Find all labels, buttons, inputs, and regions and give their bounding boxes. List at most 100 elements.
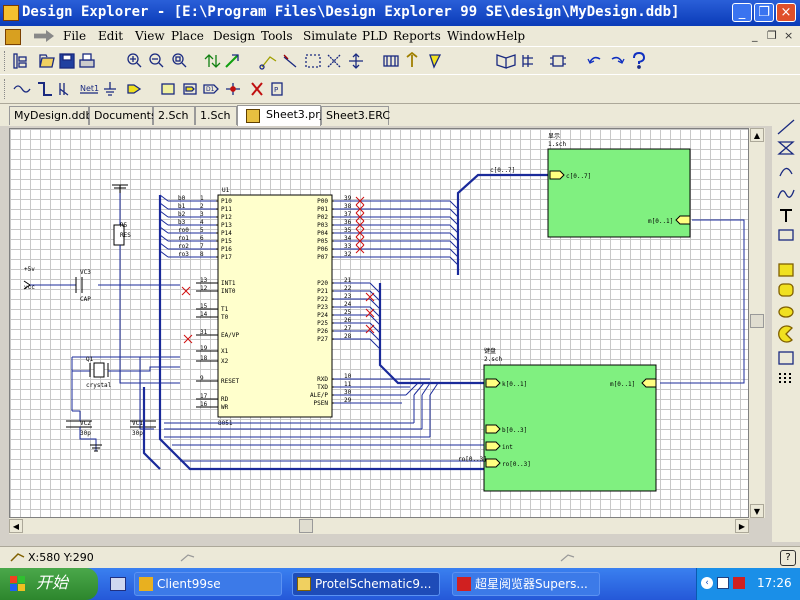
document-icon[interactable] — [5, 29, 21, 45]
array-paste-icon[interactable] — [779, 373, 791, 383]
toolbar-grip[interactable] — [4, 79, 8, 99]
place-port-icon[interactable]: D1 — [203, 84, 219, 94]
menu-simulate[interactable]: Simulate — [303, 29, 358, 43]
explorer-arrow-icon[interactable] — [34, 30, 54, 42]
undo-icon[interactable] — [587, 56, 601, 64]
toolbar-grip[interactable] — [4, 51, 8, 71]
mdi-minimize-button[interactable]: _ — [752, 29, 758, 42]
taskbar-button-protel-schematic[interactable]: ProtelSchematic9... — [292, 572, 440, 596]
place-wire-icon[interactable] — [13, 85, 31, 93]
menu-reports[interactable]: Reports — [393, 29, 441, 43]
text-frame-icon[interactable] — [778, 229, 794, 241]
scroll-left-arrow[interactable]: ◀ — [9, 519, 23, 533]
place-bus-icon[interactable] — [38, 82, 52, 96]
add-remove-library-icon[interactable] — [406, 51, 418, 67]
menu-view[interactable]: View — [135, 29, 165, 43]
move-icon[interactable] — [349, 53, 363, 69]
sheet-entry-k[interactable] — [485, 378, 501, 388]
redo-icon[interactable] — [611, 56, 625, 64]
ellipse-icon[interactable] — [778, 306, 794, 318]
scroll-down-arrow[interactable]: ▼ — [750, 504, 764, 518]
line-draw-icon[interactable] — [777, 119, 795, 135]
resistor-r5[interactable] — [113, 224, 125, 246]
tab-sheet3-erc[interactable]: Sheet3.ERC — [321, 106, 390, 125]
tray-monitor-icon[interactable] — [717, 577, 729, 589]
open-icon[interactable] — [39, 54, 55, 68]
sheet-symbol-keyboard[interactable] — [483, 364, 657, 492]
minimize-button[interactable]: _ — [732, 3, 752, 22]
tab-2-sch[interactable]: 2.Sch — [153, 106, 195, 125]
line-tool-icon[interactable] — [283, 54, 297, 68]
place-junction-icon[interactable] — [226, 83, 240, 95]
library-book-icon[interactable] — [496, 54, 516, 69]
taskbar-button-superstar-reader[interactable]: 超星阅览器Supers... — [452, 572, 600, 596]
menu-help[interactable]: Help — [496, 29, 526, 43]
maximize-button[interactable]: ❐ — [754, 3, 774, 22]
help-icon[interactable] — [633, 51, 646, 69]
deselect-icon[interactable] — [327, 54, 341, 68]
select-icon[interactable] — [305, 54, 321, 68]
sheet-entry-m-bottom[interactable] — [641, 378, 657, 388]
help-question-icon[interactable]: ? — [780, 550, 796, 566]
start-button[interactable]: 开始 — [0, 568, 98, 600]
mdi-restore-button[interactable]: ❐ — [767, 29, 777, 42]
menu-window[interactable]: Window — [447, 29, 496, 43]
place-net-label-icon[interactable]: Net1 — [80, 84, 99, 94]
place-sheet-symbol-icon[interactable] — [161, 83, 175, 95]
browse-library-icon[interactable] — [383, 55, 399, 67]
tab-mydesign-ddb[interactable]: MyDesign.ddb — [9, 106, 92, 125]
zoom-in-icon[interactable] — [127, 53, 142, 68]
zoom-out-icon[interactable] — [149, 53, 164, 68]
place-bus-entry-icon[interactable] — [59, 83, 69, 96]
place-part-icon[interactable] — [127, 84, 142, 94]
menu-file[interactable]: File — [63, 29, 87, 43]
tab-sheet3-prj[interactable]: Sheet3.prj — [237, 105, 323, 126]
vertical-scroll-thumb[interactable] — [750, 314, 764, 328]
crystal-q1[interactable] — [93, 362, 105, 378]
tab-1-sch[interactable]: 1.Sch — [195, 106, 237, 125]
text-icon[interactable] — [780, 209, 792, 222]
wire-tool-icon[interactable] — [259, 56, 277, 70]
cross-probe-icon[interactable] — [225, 54, 239, 68]
menu-edit[interactable]: Edit — [98, 29, 124, 43]
rectangle-icon[interactable] — [778, 263, 794, 277]
design-manager-icon[interactable] — [13, 53, 27, 69]
vertical-scrollbar[interactable]: ▲ ▼ — [749, 128, 765, 518]
graphic-icon[interactable] — [778, 351, 794, 365]
polygon-icon[interactable] — [777, 141, 795, 155]
place-sheet-entry-icon[interactable] — [183, 83, 197, 95]
place-power-port-icon[interactable] — [104, 82, 116, 96]
tab-documents[interactable]: Documents — [89, 106, 157, 125]
scroll-up-arrow[interactable]: ▲ — [750, 128, 764, 142]
mdi-close-button[interactable]: × — [784, 29, 794, 42]
sheet-symbol-display[interactable] — [547, 148, 691, 238]
print-icon[interactable] — [79, 53, 95, 68]
horizontal-scrollbar[interactable]: ◀ ▶ — [9, 518, 749, 534]
round-rectangle-icon[interactable] — [778, 283, 794, 297]
bezier-icon[interactable] — [777, 189, 795, 199]
close-button[interactable]: × — [776, 3, 796, 22]
menu-tools[interactable]: Tools — [261, 29, 293, 43]
sheet-entry-b[interactable] — [485, 424, 501, 434]
component-icon[interactable] — [550, 55, 566, 67]
scroll-right-arrow[interactable]: ▶ — [735, 519, 749, 533]
sheet-entry-int[interactable] — [485, 441, 501, 451]
pie-icon[interactable] — [778, 325, 793, 343]
tray-reader-icon[interactable] — [733, 577, 745, 589]
title-bar[interactable]: Design Explorer - [E:\Program Files\Desi… — [0, 0, 800, 26]
sheet-entry-m-top[interactable] — [675, 215, 691, 225]
horizontal-scroll-thumb[interactable] — [299, 519, 313, 533]
zoom-fit-icon[interactable] — [172, 53, 187, 68]
no-erc-icon[interactable] — [251, 82, 263, 96]
menu-design[interactable]: Design — [213, 29, 256, 43]
menu-place[interactable]: Place — [171, 29, 204, 43]
menu-pld[interactable]: PLD — [362, 29, 388, 43]
place-part-icon[interactable] — [429, 54, 442, 69]
sheet-entry-ro[interactable] — [485, 458, 501, 468]
part-properties-icon[interactable] — [522, 55, 533, 67]
sheet-entry-c[interactable] — [549, 170, 565, 180]
save-icon[interactable] — [59, 53, 75, 69]
chip-8051[interactable] — [217, 194, 333, 418]
taskbar-button-client99se[interactable]: Client99se — [134, 572, 282, 596]
